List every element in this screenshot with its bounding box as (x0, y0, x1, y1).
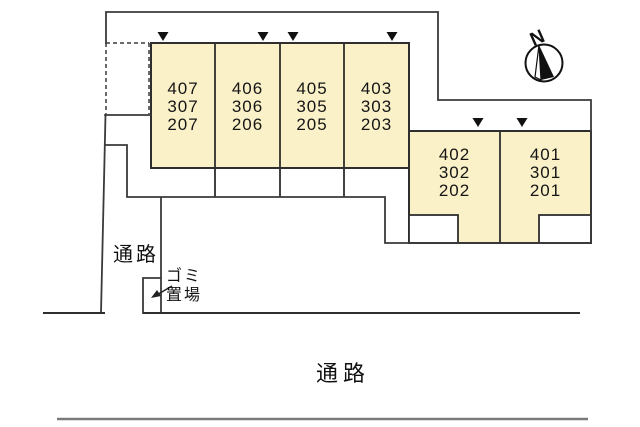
unit-block-402: 402 302 202 (409, 146, 500, 200)
room-number: 301 (529, 163, 562, 182)
room-number: 406 (231, 79, 264, 98)
room-number: 203 (360, 115, 393, 134)
entrance-arrow-icon (287, 32, 299, 41)
room-number: 405 (296, 79, 328, 98)
garbage-label-line1: ゴミ (166, 268, 203, 285)
room-number: 303 (360, 97, 393, 116)
site-boundary-line (100, 11, 592, 314)
room-number: 207 (167, 115, 199, 134)
room-number: 402 (438, 145, 471, 164)
entry-notch-401 (538, 214, 592, 244)
unit-block-403: 403 303 203 (344, 80, 409, 134)
compass-north-label: N (527, 26, 548, 51)
entrance-arrow-icon (257, 32, 269, 41)
entrance-arrow-icon (516, 118, 528, 127)
garbage-area-label: ゴミ 置場 (166, 267, 202, 305)
unit-dividers (214, 43, 501, 243)
corridor-label-left: 通路 (113, 244, 159, 266)
garbage-leader-arrow (151, 285, 173, 298)
entrance-arrow-icon (386, 32, 398, 41)
room-number: 202 (438, 181, 471, 200)
compass-icon: N (524, 26, 564, 83)
room-number: 307 (167, 97, 199, 116)
entrance-arrows (157, 32, 528, 127)
entrance-arrow-icon (157, 32, 169, 41)
room-number: 407 (167, 79, 199, 98)
unit-block-406: 406 306 206 (215, 80, 280, 134)
room-number: 206 (231, 115, 264, 134)
room-number: 205 (296, 115, 328, 134)
room-number: 201 (529, 181, 562, 200)
unit-block-401: 401 301 201 (500, 146, 591, 200)
unit-block-405: 405 305 205 (280, 80, 344, 134)
road-label-bottom: 通路 (316, 361, 371, 386)
room-number: 401 (529, 145, 562, 164)
room-number: 306 (231, 97, 264, 116)
compass-needle (539, 45, 554, 80)
entrance-arrow-icon (472, 118, 484, 127)
dashed-area-outline (105, 42, 150, 114)
room-number: 305 (296, 97, 328, 116)
unit-block-407: 407 307 207 (151, 80, 215, 134)
garbage-label-line2: 置場 (166, 287, 203, 304)
room-number: 302 (438, 163, 471, 182)
entry-notch-402 (408, 214, 459, 244)
compass-circle (524, 43, 564, 83)
room-number: 403 (360, 79, 393, 98)
